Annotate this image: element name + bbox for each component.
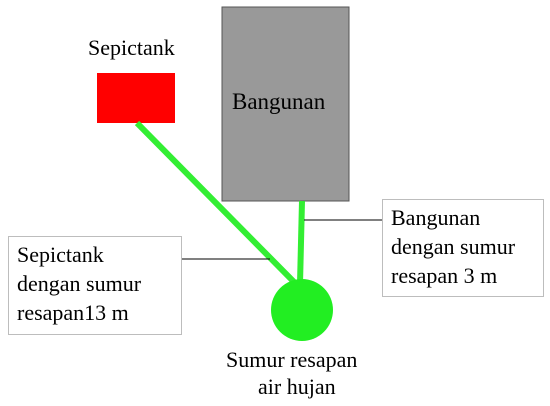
building-pipe	[297, 200, 305, 285]
septic-callout-line-2: dengan sumur	[17, 271, 142, 296]
building-callout-box: Bangunan dengan sumur resapan 3 m	[382, 199, 544, 297]
septic-callout-box: Sepictank dengan sumur resapan13 m	[8, 236, 182, 335]
septic-pipe	[134, 120, 299, 287]
well-label-line-1: Sumur resapan	[226, 347, 358, 372]
building-callout-line-1: Bangunan	[391, 205, 481, 230]
septic-callout-line-3: resapan13 m	[17, 300, 129, 325]
septic-tank-label: Sepictank	[88, 35, 175, 60]
septic-callout-line-1: Sepictank	[17, 242, 104, 267]
building-block	[221, 6, 350, 202]
septic-tank-block	[97, 73, 175, 123]
building-callout-line-2: dengan sumur	[391, 234, 516, 259]
building-callout-line-3: resapan 3 m	[391, 263, 498, 288]
infiltration-well	[271, 279, 333, 341]
building-label: Bangunan	[232, 89, 326, 114]
well-label-line-2: air hujan	[258, 374, 336, 399]
